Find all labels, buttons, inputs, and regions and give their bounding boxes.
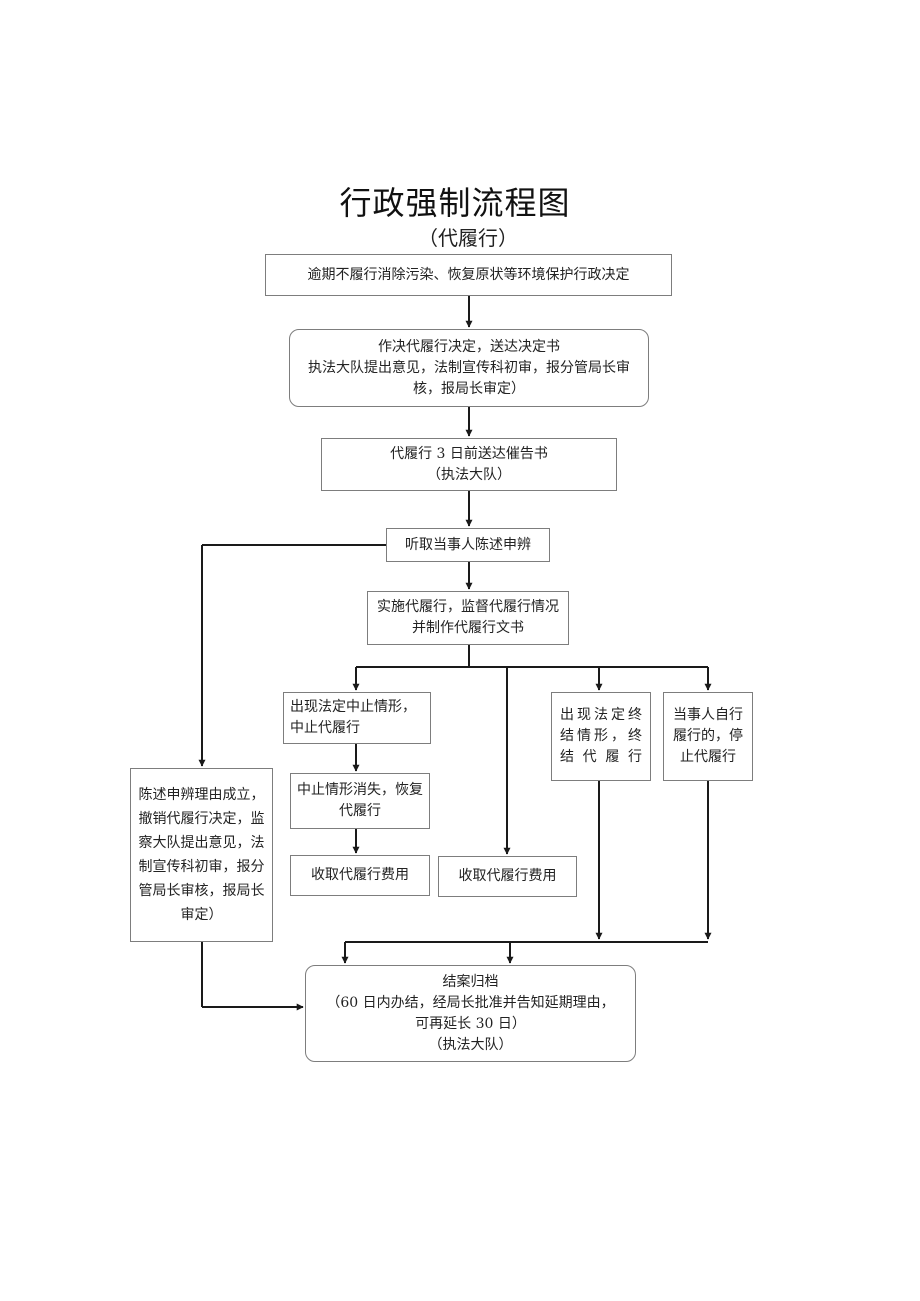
node-hear-statement-text: 听取当事人陈述申辨 (405, 536, 531, 553)
node-close-archive-text: 结案归档 （60 日内办结，经局长批准并告知延期理由， 可再延长 30 日） （… (326, 973, 615, 1053)
diagram-subtitle: （代履行） (418, 226, 518, 250)
node-implement: 实施代履行，监督代履行情况并制作代履行文书 (367, 591, 569, 645)
diagram-title: 行政强制流程图 (339, 184, 571, 222)
connector-n12-to-n13 (201, 942, 304, 1011)
connector-n4-to-n12 (198, 544, 386, 767)
node-collect-fee-center: 收取代履行费用 (438, 856, 577, 897)
node-send-notice-text: 代履行 3 日前送达催告书 （执法大队） (390, 445, 548, 483)
node-close-archive: 结案归档 （60 日内办结，经局长批准并告知延期理由， 可再延长 30 日） （… (305, 965, 636, 1062)
node-collect-fee-left: 收取代履行费用 (290, 855, 430, 896)
node-make-decision: 作决代履行决定，送达决定书 执法大队提出意见，法制宣传科初审，报分管局长审核，报… (289, 329, 649, 407)
node-overdue-decision: 逾期不履行消除污染、恢复原状等环境保护行政决定 (265, 254, 672, 296)
node-resume-text: 中止情形消失，恢复代履行 (297, 782, 423, 819)
node-send-notice: 代履行 3 日前送达催告书 （执法大队） (321, 438, 617, 491)
node-terminate-text: 出现法定终结情形，终结代履行 (560, 707, 642, 765)
node-statement-accepted-text: 陈述申辨理由成立，撤销代履行决定，监察大队提出意见，法制宣传科初审，报分管局长审… (138, 787, 265, 923)
node-hear-statement: 听取当事人陈述申辨 (386, 528, 550, 562)
node-self-performed: 当事人自行履行的，停止代履行 (663, 692, 753, 781)
node-suspend-text: 出现法定中止情形，中止代履行 (290, 699, 416, 736)
branch-bus (356, 645, 708, 668)
node-collect-fee-left-text: 收取代履行费用 (311, 867, 409, 883)
node-self-performed-text: 当事人自行履行的，停止代履行 (673, 707, 743, 765)
node-suspend: 出现法定中止情形，中止代履行 (283, 692, 431, 744)
node-collect-fee-center-text: 收取代履行费用 (458, 868, 557, 884)
node-resume: 中止情形消失，恢复代履行 (290, 773, 430, 829)
node-make-decision-text: 作决代履行决定，送达决定书 执法大队提出意见，法制宣传科初审，报分管局长审核，报… (308, 338, 630, 397)
node-terminate: 出现法定终结情形，终结代履行 (551, 692, 651, 781)
node-statement-accepted: 陈述申辨理由成立，撤销代履行决定，监察大队提出意见，法制宣传科初审，报分管局长审… (130, 768, 273, 942)
node-implement-text: 实施代履行，监督代履行情况并制作代履行文书 (377, 599, 559, 636)
node-overdue-decision-text: 逾期不履行消除污染、恢复原状等环境保护行政决定 (307, 266, 630, 283)
